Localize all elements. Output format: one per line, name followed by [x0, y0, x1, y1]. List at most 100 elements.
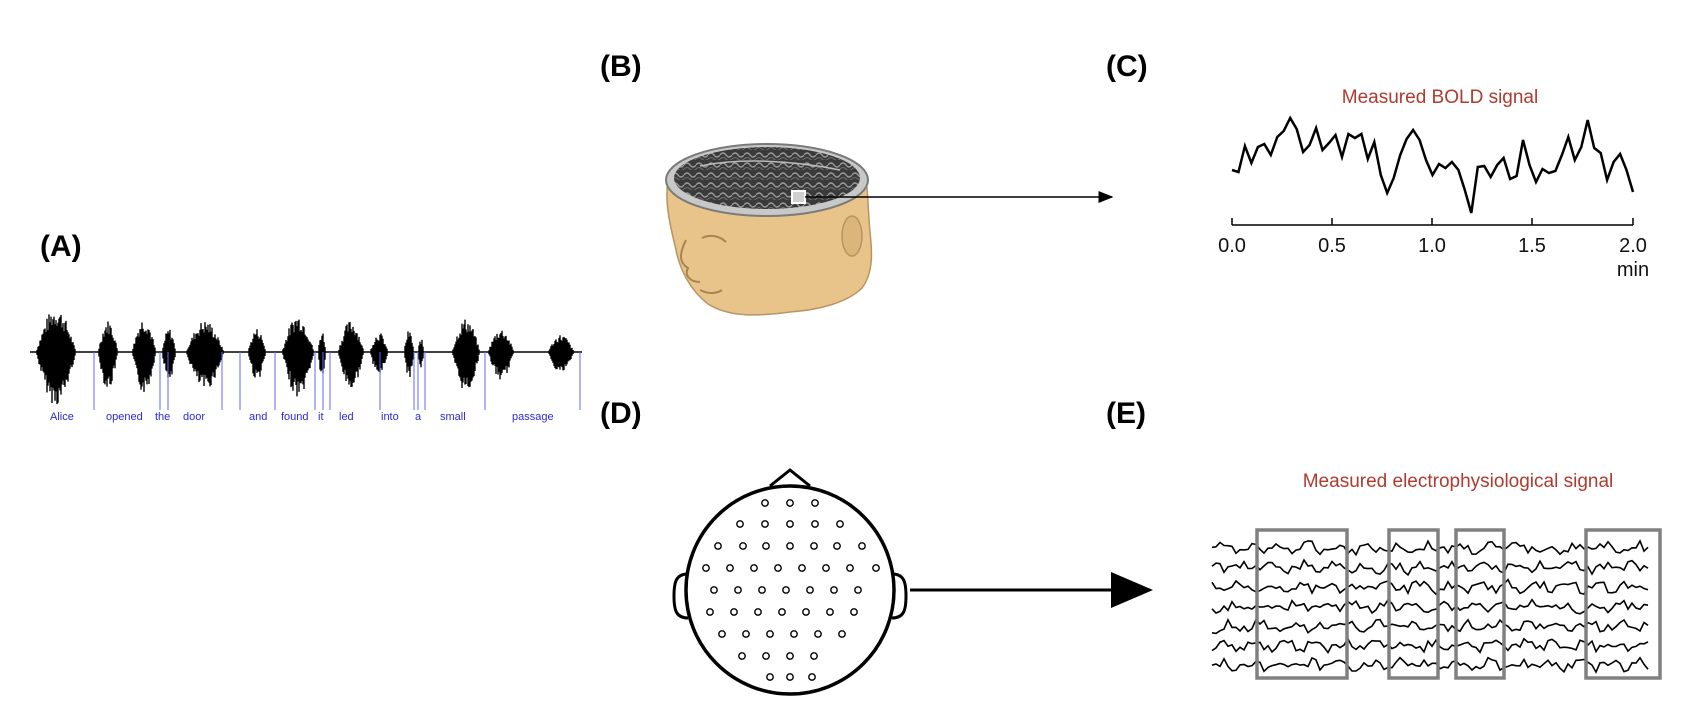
panel-label-c: (C) — [1106, 50, 1148, 83]
electrode — [766, 630, 774, 638]
electrode — [830, 586, 838, 594]
electrode — [814, 630, 822, 638]
electrode — [718, 630, 726, 638]
eeg-traces — [1211, 539, 1649, 674]
word-label: and — [249, 411, 267, 423]
electrode — [811, 520, 819, 528]
ear — [841, 215, 863, 257]
electrode — [734, 586, 742, 594]
electrode — [726, 564, 734, 572]
panel-label-e: (E) — [1106, 397, 1146, 430]
electrode — [850, 608, 858, 616]
electrode — [858, 542, 866, 550]
electrode — [846, 564, 854, 572]
bold-title: Measured BOLD signal — [1342, 87, 1538, 108]
electrode — [798, 564, 806, 572]
electrode — [750, 564, 758, 572]
eeg-title: Measured electrophysiological signal — [1303, 471, 1614, 492]
electrode — [761, 499, 769, 507]
electrode — [810, 542, 818, 550]
eeg-channel-trace — [1211, 558, 1649, 577]
panel-label-b: (B) — [600, 50, 642, 83]
electrode — [739, 542, 747, 550]
electrode — [806, 586, 814, 594]
word-labels: Alice opened the door and found it led i… — [50, 411, 554, 423]
face-eye — [701, 234, 727, 243]
eeg-channel-trace — [1211, 617, 1649, 635]
tick-label: 0.0 — [1218, 235, 1246, 257]
tick-label: 1.0 — [1418, 235, 1446, 257]
electrode — [738, 652, 746, 660]
brain-slice — [674, 147, 860, 209]
bold-signal-trace — [1231, 115, 1635, 214]
electrode — [836, 520, 844, 528]
word-label: opened — [106, 411, 143, 423]
electrode — [808, 673, 816, 681]
eeg-channel-trace — [1211, 637, 1649, 654]
eeg-channel-trace — [1211, 578, 1649, 596]
electrode — [766, 673, 774, 681]
electrode — [778, 608, 786, 616]
electrode — [810, 652, 818, 660]
word-label: passage — [512, 411, 554, 423]
electrode — [826, 608, 834, 616]
electrode — [872, 564, 880, 572]
electrode — [762, 652, 770, 660]
electrode — [730, 608, 738, 616]
tick-label: 0.5 — [1318, 235, 1346, 257]
electrode — [822, 564, 830, 572]
electrode — [786, 542, 794, 550]
word-label: into — [381, 411, 399, 423]
left-ear — [672, 572, 689, 620]
electrode — [786, 520, 794, 528]
electrode — [854, 586, 862, 594]
electrode — [782, 586, 790, 594]
tick-label: 1.5 — [1518, 235, 1546, 257]
electrode — [706, 608, 714, 616]
electrode — [762, 542, 770, 550]
electrode-array — [702, 499, 880, 681]
eeg-epoch-windows — [1255, 528, 1662, 680]
epoch-window — [1255, 528, 1349, 680]
panel-label-a: (A) — [40, 230, 82, 263]
word-label: it — [318, 411, 324, 423]
speech-waveform — [30, 314, 582, 405]
electrode — [786, 652, 794, 660]
face-mouth — [699, 289, 723, 294]
nose-marker — [769, 468, 811, 488]
eeg-channel-trace — [1211, 656, 1649, 674]
word-label: Alice — [50, 411, 74, 423]
word-label: small — [440, 411, 466, 423]
electrode — [761, 520, 769, 528]
waveform-burst — [36, 314, 574, 405]
panel-label-d: (D) — [600, 397, 642, 430]
electrode — [774, 564, 782, 572]
electrode — [786, 499, 794, 507]
word-label: a — [415, 411, 422, 423]
time-axis-ticks — [1231, 218, 1634, 225]
electrode — [811, 499, 819, 507]
epoch-window — [1387, 528, 1440, 680]
tick-label: 2.0 — [1619, 235, 1647, 257]
time-unit-label: min — [1617, 259, 1649, 281]
electrode — [802, 608, 810, 616]
electrode — [702, 564, 710, 572]
electrode — [838, 630, 846, 638]
mri-head-illustration — [665, 143, 873, 316]
epoch-window — [1454, 528, 1506, 680]
electrode — [754, 608, 762, 616]
electrode — [736, 520, 744, 528]
midline — [699, 160, 841, 171]
electrode — [786, 673, 794, 681]
head-outline — [684, 484, 896, 696]
eeg-channel-trace — [1211, 598, 1649, 615]
word-label: door — [183, 411, 205, 423]
electrode — [710, 586, 718, 594]
word-boundaries — [93, 352, 581, 410]
electrode — [758, 586, 766, 594]
right-ear — [891, 572, 908, 620]
eeg-channel-trace — [1211, 539, 1649, 557]
word-label: found — [281, 411, 309, 423]
electrode — [714, 542, 722, 550]
